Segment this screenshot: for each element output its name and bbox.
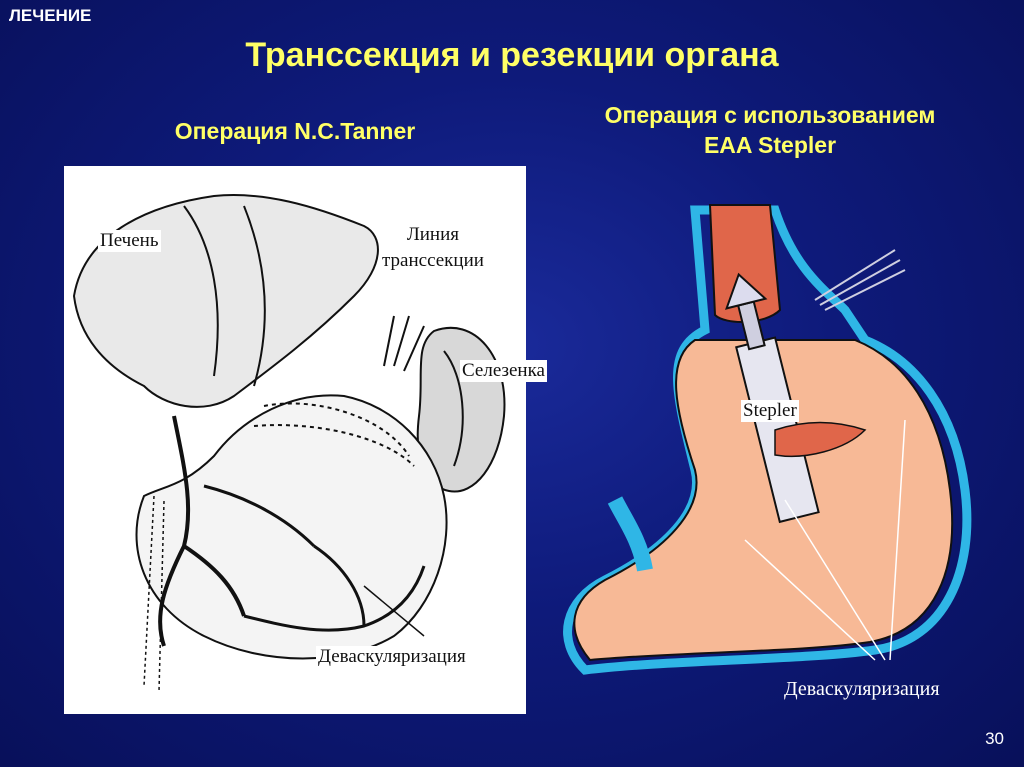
label-devascularization-left: Деваскуляризация <box>316 646 468 668</box>
left-heading: Операция N.C.Tanner <box>174 118 416 144</box>
label-transection-line-1: Линия <box>406 224 460 245</box>
label-liver: Печень <box>98 230 161 252</box>
label-transection-line: Линия транссекции <box>380 222 486 274</box>
stomach-shape <box>573 339 954 662</box>
resection-line <box>774 421 867 457</box>
right-heading: Операция с использованием EAA Stepler <box>520 100 1020 160</box>
stapler-illustration <box>563 204 972 675</box>
slide-title: Транссекция и резекции органа <box>245 36 779 74</box>
tanner-illustration-panel: Печень Линия транссекции Селезенка Девас… <box>64 166 547 714</box>
suture-wires <box>814 249 906 311</box>
label-transection-line-2: транссекции <box>382 250 484 271</box>
page-number: 30 <box>985 729 1004 748</box>
right-heading-line1: Операция с использованием <box>604 102 936 128</box>
portal-vessel <box>607 496 653 572</box>
right-heading-line2: EAA Stepler <box>703 132 837 158</box>
label-devascularization-right: Деваскуляризация <box>784 678 940 700</box>
pointer-lines <box>744 419 906 661</box>
label-stepler: Stepler <box>741 400 799 422</box>
label-spleen: Селезенка <box>460 360 547 382</box>
section-label: ЛЕЧЕНИЕ <box>9 6 92 25</box>
